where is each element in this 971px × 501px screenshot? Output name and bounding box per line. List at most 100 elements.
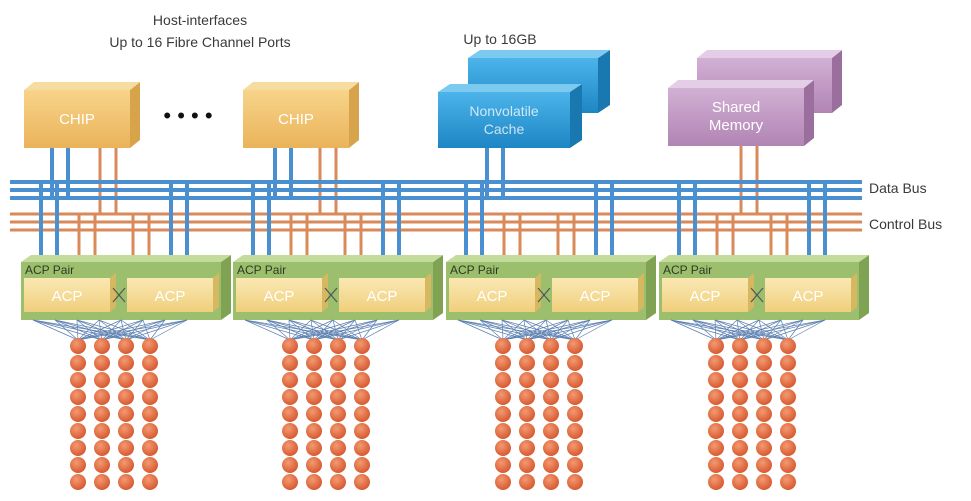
disk bbox=[330, 355, 346, 371]
bus-drops bbox=[39, 182, 827, 262]
fanout-line bbox=[502, 319, 547, 341]
acp-pair-title: ACP Pair bbox=[25, 263, 74, 277]
disk bbox=[567, 355, 583, 371]
disk bbox=[354, 440, 370, 456]
fanout-line bbox=[98, 319, 151, 341]
acp-box: ACP bbox=[24, 273, 116, 312]
fanout-line bbox=[266, 319, 363, 341]
fanout-line bbox=[332, 319, 339, 341]
disk bbox=[282, 389, 298, 405]
disk bbox=[70, 338, 86, 354]
disk bbox=[282, 355, 298, 371]
disk bbox=[495, 389, 511, 405]
disk bbox=[756, 474, 772, 490]
disk bbox=[282, 372, 298, 388]
disk bbox=[94, 474, 110, 490]
fanout-line bbox=[758, 319, 765, 341]
fanout-line bbox=[526, 319, 613, 341]
fanout-line bbox=[715, 319, 804, 341]
fanout-line bbox=[550, 319, 613, 341]
fanout-line bbox=[714, 319, 765, 341]
disk bbox=[567, 406, 583, 422]
fanout-line bbox=[501, 319, 504, 341]
fanout-line bbox=[715, 319, 826, 341]
disk bbox=[330, 372, 346, 388]
fanout-line bbox=[457, 319, 528, 341]
disk bbox=[519, 457, 535, 473]
disk bbox=[118, 457, 134, 473]
disk bbox=[732, 372, 748, 388]
fanout-line bbox=[98, 319, 127, 341]
data-bus bbox=[10, 180, 862, 200]
fanout-line bbox=[692, 319, 717, 341]
disk bbox=[780, 355, 796, 371]
disk bbox=[543, 440, 559, 456]
disk bbox=[543, 423, 559, 439]
fanout-line bbox=[479, 319, 528, 341]
disk bbox=[306, 389, 322, 405]
fanout-line bbox=[77, 319, 100, 341]
disk bbox=[780, 474, 796, 490]
fanout-line bbox=[98, 319, 103, 341]
fanout-line bbox=[288, 319, 363, 341]
fanout-line bbox=[736, 319, 741, 341]
disk bbox=[708, 389, 724, 405]
disk-fanout bbox=[32, 319, 826, 341]
fanout-line bbox=[120, 319, 151, 341]
disk bbox=[780, 423, 796, 439]
disk bbox=[330, 423, 346, 439]
disk bbox=[330, 406, 346, 422]
acp-box: ACP bbox=[662, 273, 754, 312]
disk bbox=[354, 474, 370, 490]
fanout-line bbox=[125, 319, 188, 341]
shared-memory-label-line2: Memory bbox=[709, 117, 764, 134]
disk bbox=[70, 389, 86, 405]
disk bbox=[118, 338, 134, 354]
disk bbox=[543, 474, 559, 490]
fanout-line bbox=[787, 319, 826, 341]
chip-ellipsis: • • • • bbox=[163, 103, 212, 128]
fanout-line bbox=[77, 319, 166, 341]
disk bbox=[94, 355, 110, 371]
fanout-line bbox=[54, 319, 127, 341]
acp-label: ACP bbox=[52, 288, 83, 305]
fanout-line bbox=[715, 319, 738, 341]
chip-label: CHIP bbox=[278, 111, 314, 128]
disk bbox=[519, 372, 535, 388]
disk bbox=[282, 440, 298, 456]
disk bbox=[94, 457, 110, 473]
fanout-line bbox=[288, 319, 339, 341]
fanout-line bbox=[76, 319, 151, 341]
fanout-line bbox=[310, 319, 363, 341]
disk bbox=[94, 338, 110, 354]
fanout-line bbox=[758, 319, 789, 341]
disk bbox=[708, 372, 724, 388]
fanout-line bbox=[502, 319, 591, 341]
fanout-line bbox=[739, 319, 826, 341]
disk bbox=[354, 457, 370, 473]
fanout-line bbox=[545, 319, 552, 341]
fanout-line bbox=[736, 319, 765, 341]
fanout-line bbox=[501, 319, 576, 341]
fanout-line bbox=[142, 319, 151, 341]
acp-label: ACP bbox=[793, 288, 824, 305]
disk bbox=[142, 355, 158, 371]
acp-box: ACP bbox=[236, 273, 328, 312]
host-interfaces-title: Host-interfaces bbox=[153, 12, 247, 28]
fanout-line bbox=[479, 319, 504, 341]
fanout-line bbox=[714, 319, 717, 341]
disk bbox=[306, 372, 322, 388]
fanout-line bbox=[76, 319, 79, 341]
disk bbox=[567, 389, 583, 405]
disk bbox=[118, 372, 134, 388]
fanout-line bbox=[523, 319, 528, 341]
disk bbox=[567, 338, 583, 354]
disk bbox=[495, 457, 511, 473]
acp-pair-title: ACP Pair bbox=[663, 263, 712, 277]
disk bbox=[118, 406, 134, 422]
disk bbox=[118, 474, 134, 490]
fanout-line bbox=[567, 319, 576, 341]
